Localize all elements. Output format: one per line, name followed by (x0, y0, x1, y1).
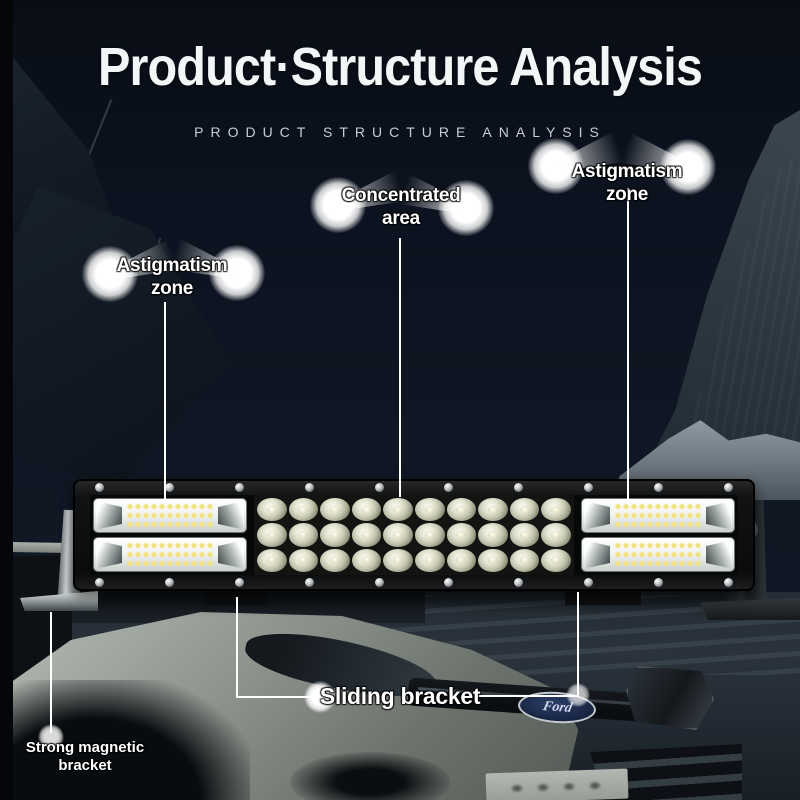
screw-icon (95, 578, 104, 587)
car-headlight-right (626, 666, 714, 730)
reflector-wedge (584, 501, 610, 530)
reflector-wedge (218, 501, 244, 530)
reflector-wedge (218, 540, 244, 569)
screw-icon (374, 578, 384, 587)
spot-lens (446, 548, 477, 572)
label-astigmatism-zone-left: Astigmatism zone (116, 255, 228, 299)
screw-icon (374, 483, 384, 492)
screw-icon (584, 483, 594, 492)
spot-lens (415, 548, 445, 572)
spot-lens (541, 523, 571, 547)
spot-lens (320, 498, 350, 522)
screw-icon (444, 578, 454, 587)
reflector-wedge (584, 540, 610, 569)
screw-icon (304, 578, 314, 587)
license-plate-blur (499, 775, 615, 797)
mountain-silhouette-left-lower (0, 186, 229, 491)
flood-led-strip (581, 498, 735, 533)
spot-lens (351, 548, 382, 572)
label-strong-magnetic-bracket: Strong magnetic bracket (25, 739, 145, 774)
spot-lens (351, 498, 382, 522)
reflector-wedge (706, 540, 732, 569)
spot-lens (478, 523, 508, 547)
page-subtitle: PRODUCT STRUCTURE ANALYSIS (194, 124, 606, 140)
spot-lens (288, 523, 319, 547)
screw-icon (95, 483, 104, 492)
spot-lens-grid (254, 495, 574, 575)
connector-magnetic (50, 612, 52, 733)
connector-sliding-left-h (236, 696, 322, 698)
page-title: Product·Structure Analysis (97, 37, 703, 97)
spot-lens (509, 523, 540, 547)
wheel-shadow (290, 752, 450, 800)
screw-icon (654, 578, 663, 587)
label-concentrated-area: Concentrated area (341, 185, 461, 229)
light-flare-icon (566, 683, 590, 707)
screw-icon (723, 578, 733, 587)
spot-lens (320, 523, 350, 547)
spot-lens (257, 548, 287, 572)
spot-lens (509, 498, 540, 522)
light-flare-icon (38, 724, 64, 750)
spot-lens (541, 548, 571, 572)
led-light-bar (73, 479, 755, 591)
spot-lens (478, 498, 508, 522)
spot-lens (509, 548, 540, 572)
connector-sliding-right-h (478, 695, 578, 697)
flood-led-chips (125, 541, 215, 568)
screw-icon (514, 578, 524, 587)
flood-led-strip (581, 537, 735, 572)
connector-sliding-left-v (236, 597, 238, 698)
spot-lens (257, 498, 287, 522)
connector-left-astigmatism (164, 302, 166, 500)
screw-icon (164, 578, 174, 587)
label-astigmatism-zone-right: Astigmatism zone (571, 161, 683, 205)
connector-right-astigmatism (627, 188, 629, 505)
spot-lens (446, 523, 477, 547)
spot-lens (415, 523, 445, 547)
connector-concentrated (399, 238, 401, 497)
reflector-wedge (96, 501, 122, 530)
spot-lens (478, 548, 508, 572)
flood-led-chips (613, 541, 703, 568)
reflector-wedge (96, 540, 122, 569)
flood-panel-left (90, 495, 250, 575)
flood-led-strip (93, 498, 247, 533)
screw-row-top (95, 483, 733, 492)
light-flare-icon (304, 681, 336, 713)
screw-icon (234, 483, 244, 492)
spot-lens (257, 523, 287, 547)
label-sliding-bracket: Sliding bracket (319, 683, 481, 709)
spot-lens (351, 523, 382, 547)
screw-icon (444, 483, 454, 492)
license-plate (485, 768, 629, 800)
spot-lens (320, 548, 350, 572)
screw-row-bottom (95, 578, 733, 587)
screw-icon (654, 483, 663, 492)
spot-lens (288, 498, 319, 522)
screw-icon (723, 483, 733, 492)
flood-panel-right (578, 495, 738, 575)
spot-lens (446, 498, 477, 522)
spot-lens (541, 498, 571, 522)
spot-lens (383, 523, 413, 547)
lightbar-lens-area (90, 495, 738, 575)
flood-led-strip (93, 537, 247, 572)
spot-lens (415, 498, 445, 522)
reflector-wedge (706, 501, 732, 530)
connector-sliding-right-v (577, 592, 579, 697)
flood-led-chips (125, 502, 215, 529)
screw-icon (514, 483, 524, 492)
right-bracket-foot (700, 598, 800, 620)
screw-icon (304, 483, 314, 492)
left-edge-shadow (0, 0, 13, 800)
spot-lens (288, 548, 319, 572)
screw-icon (164, 483, 174, 492)
spot-lens (383, 498, 413, 522)
screw-icon (584, 578, 594, 587)
screw-icon (234, 578, 244, 587)
spot-lens (383, 548, 413, 572)
flood-led-chips (613, 502, 703, 529)
